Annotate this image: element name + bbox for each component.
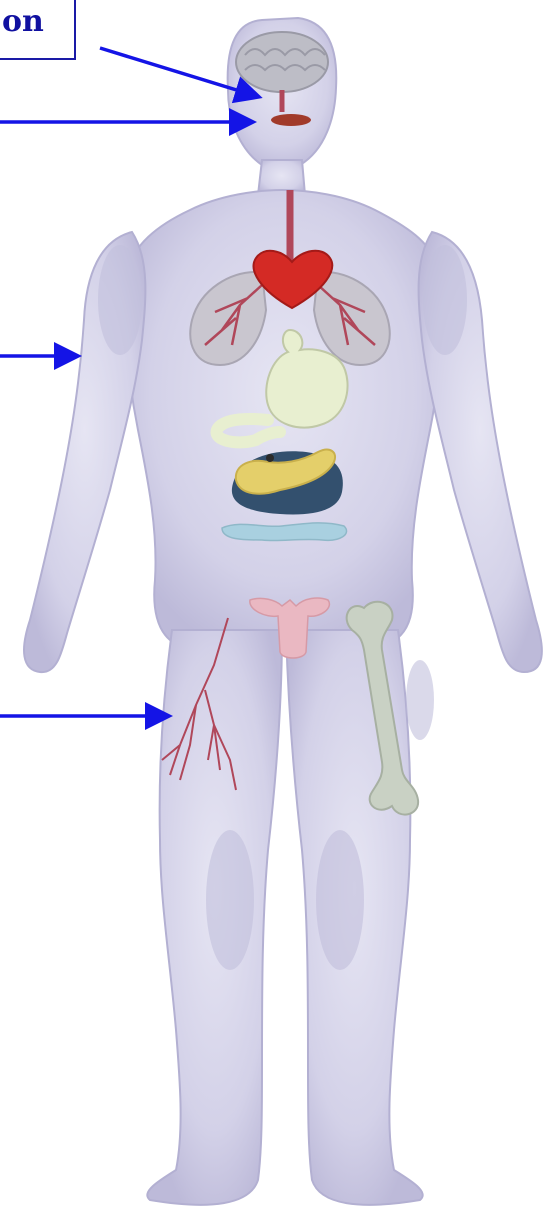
label-box: on	[0, 0, 76, 60]
gallbladder	[266, 454, 274, 462]
mouth	[271, 114, 311, 126]
kidney-band	[222, 523, 347, 541]
label-text: on	[2, 4, 44, 40]
brain-icon	[236, 32, 328, 92]
